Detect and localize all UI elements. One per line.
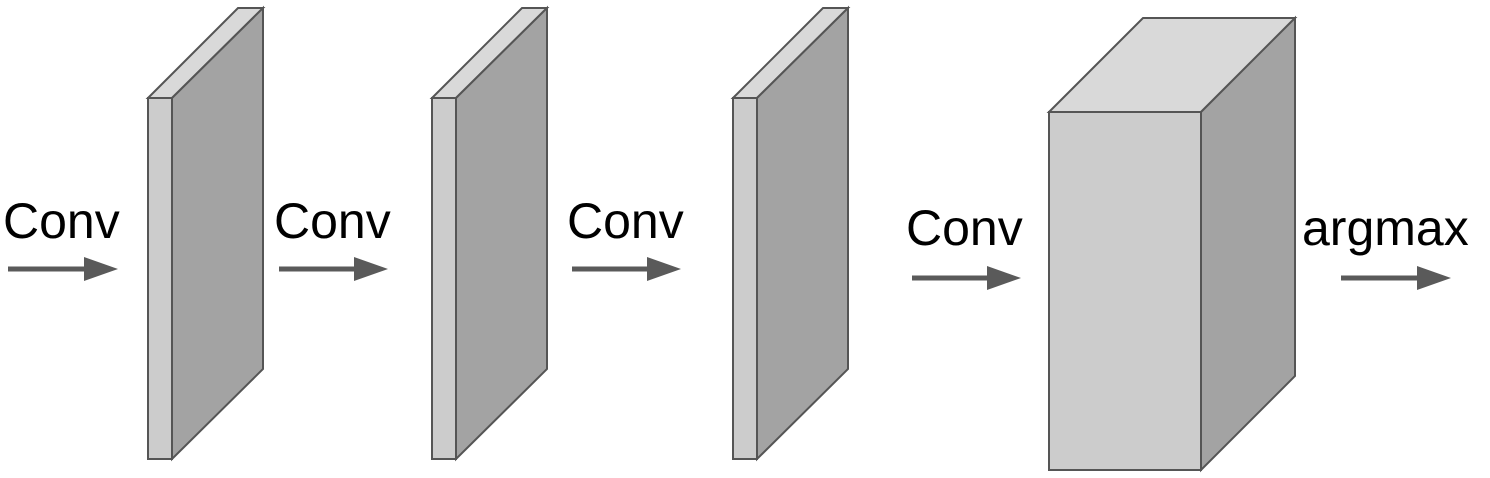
arrow-3 [572,257,681,281]
argmax-label: argmax [1302,200,1469,256]
feature-map-3 [730,5,851,462]
conv-label-4: Conv [906,200,1023,256]
feature-map-2 [429,5,550,462]
conv-label-3: Conv [567,193,684,249]
conv-label-1: Conv [3,193,120,249]
feature-map-1-front [147,97,173,460]
feature-map-3-front [732,97,758,460]
feature-map-1 [145,5,266,462]
arrow-4 [912,266,1021,290]
arrow-5 [1341,266,1451,290]
conv-label-2: Conv [274,193,391,249]
output-volume [1046,15,1298,473]
feature-map-2-front [431,97,457,460]
arrow-2 [279,257,388,281]
arrow-1 [8,257,118,281]
output-volume-front [1048,111,1202,471]
